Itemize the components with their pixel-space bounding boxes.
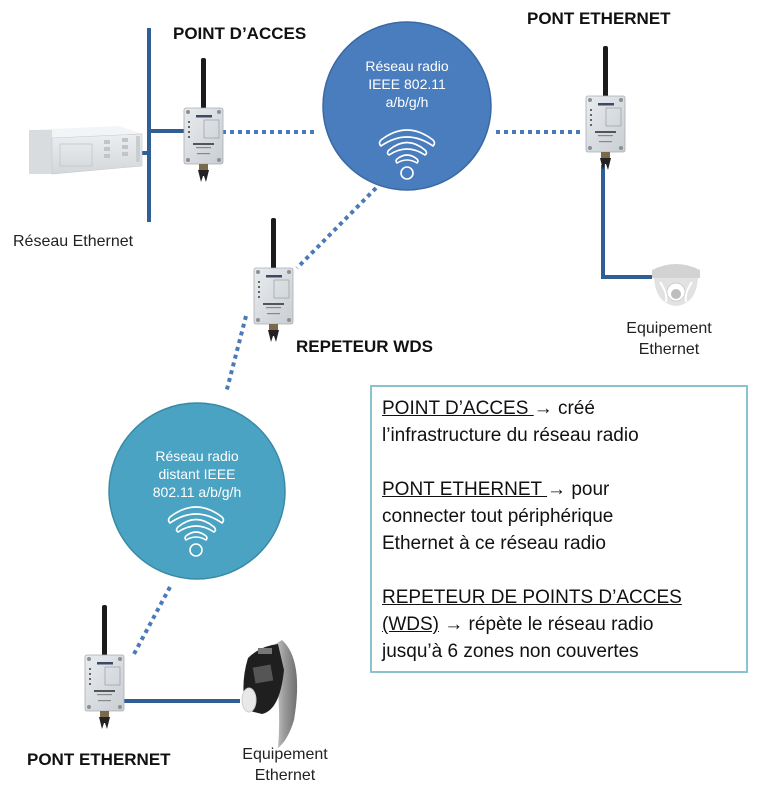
main-network-text: Réseau radio IEEE 802.11 a/b/g/h: [337, 57, 477, 111]
ethernet-cables: [122, 28, 652, 703]
rack-server-icon: [29, 126, 143, 175]
legend-item-ethernet-bridge: PONT ETHERNET → pour connecter tout péri…: [382, 476, 613, 557]
ethernet-bridge-bottom-label: PONT ETHERNET: [27, 750, 171, 769]
ethernet-bridge-top-device: [585, 45, 626, 171]
payment-terminal-icon: [241, 640, 298, 748]
equipment-bottom-line1: Equipement: [242, 746, 328, 763]
access-point-label: POINT D’ACCES: [173, 24, 307, 43]
equipment-bottom-line2: Ethernet: [254, 767, 316, 784]
legend-text: Ethernet à ce réseau radio: [382, 533, 606, 554]
legend-text: l’infrastructure du réseau radio: [382, 425, 639, 446]
ethernet-bridge-bottom-device: [84, 604, 125, 730]
remote-network-line1: Réseau radio: [155, 448, 239, 464]
legend-arrow: →: [444, 614, 464, 635]
legend-term-2: (WDS): [382, 614, 439, 635]
radio-link-repeater-remote: [224, 315, 248, 394]
legend-text: créé: [552, 398, 595, 419]
legend-term: REPETEUR DE POINTS D’ACCES: [382, 587, 682, 608]
legend-text: pour: [566, 479, 610, 500]
legend-item-access-point: POINT D’ACCES → créé l’infrastructure du…: [382, 395, 639, 449]
main-radio-network: [322, 21, 492, 191]
ethernet-bridge-top-label: PONT ETHERNET: [527, 9, 671, 28]
legend-text: répète le réseau radio: [463, 614, 654, 635]
legend-term: PONT ETHERNET: [382, 479, 548, 500]
legend-arrow: →: [547, 479, 567, 500]
radio-link-remote-bridge: [132, 586, 172, 655]
remote-radio-network: [108, 402, 286, 580]
radio-links: [132, 130, 583, 655]
legend-text: connecter tout périphérique: [382, 506, 614, 527]
equipment-top-line2: Ethernet: [638, 341, 700, 358]
radio-link-network-repeater: [295, 186, 378, 270]
equipment-top-line1: Equipement: [626, 320, 712, 337]
legend-item-wds-repeater: REPETEUR DE POINTS D’ACCES (WDS) → répèt…: [382, 584, 682, 665]
equipment-bottom-label: Equipement Ethernet: [226, 744, 344, 786]
legend-text: jusqu’à 6 zones non couvertes: [382, 641, 639, 662]
main-network-line3: a/b/g/h: [385, 94, 429, 110]
remote-network-line3: 802.11 a/b/g/h: [152, 484, 242, 500]
bridge-camera-cable: [601, 165, 652, 279]
legend-box: POINT D’ACCES → créé l’infrastructure du…: [370, 385, 748, 673]
dome-camera-icon: [652, 264, 700, 306]
main-network-line2: IEEE 802.11: [368, 76, 446, 92]
legend-term: POINT D’ACCES: [382, 398, 534, 419]
access-point-device: [183, 57, 224, 183]
legend-arrow: →: [533, 398, 553, 419]
remote-network-line2: distant IEEE: [158, 466, 236, 482]
main-network-line1: Réseau radio: [365, 58, 449, 74]
wds-repeater-device: [253, 217, 294, 343]
ethernet-network-label: Réseau Ethernet: [13, 233, 134, 250]
wds-repeater-label: REPETEUR WDS: [296, 337, 433, 356]
equipment-top-label: Equipement Ethernet: [610, 318, 728, 360]
remote-network-text: Réseau radio distant IEEE 802.11 a/b/g/h: [127, 447, 267, 501]
